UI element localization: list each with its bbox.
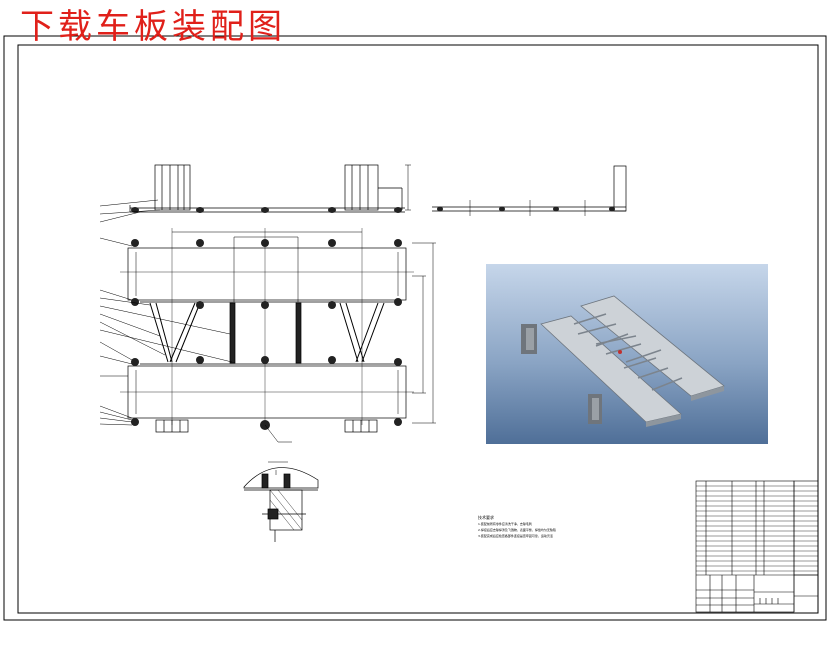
title-block	[695, 480, 819, 613]
notes-heading: 技术要求	[478, 515, 494, 520]
side-view	[432, 165, 627, 216]
plan-view	[99, 228, 436, 443]
front-view	[99, 164, 411, 223]
notes-line-2: 2.焊接后应去除焊渣及飞溅物，表面平整，焊缝均匀无缺陷	[478, 528, 556, 532]
notes-line-3: 3.装配完成后应检查各部件连接是否牢固可靠，运动灵活	[478, 534, 553, 538]
isometric-render	[486, 264, 768, 444]
inner-border	[17, 44, 819, 614]
render-model	[521, 295, 725, 427]
drawing-title: 下载车板装配图	[20, 7, 286, 47]
section-detail	[243, 461, 319, 542]
notes-line-1: 1.装配前所有零件应清洗干净，去除毛刺	[478, 522, 532, 526]
technical-notes: 技术要求 1.装配前所有零件应清洗干净，去除毛刺 2.焊接后应去除焊渣及飞溅物，…	[478, 515, 628, 539]
outer-border	[3, 35, 827, 621]
